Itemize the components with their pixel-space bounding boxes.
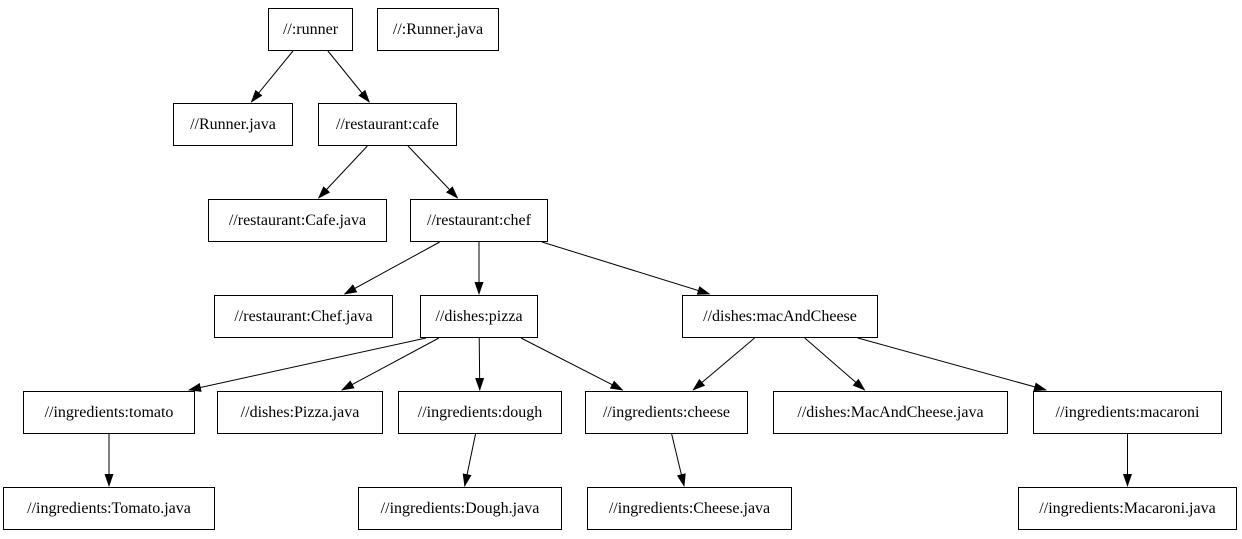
- node-chef: //restaurant:chef: [410, 199, 548, 242]
- node-macaroni: //ingredients:macaroni: [1033, 391, 1222, 434]
- node-mac-and-cheese: //dishes:macAndCheese: [682, 295, 878, 338]
- node-label: //:Runner.java: [392, 20, 484, 38]
- edge-dough-to-dough-java: [462, 433, 477, 487]
- edge-cheese-to-cheese-java: [671, 433, 686, 487]
- node-label: //ingredients:cheese: [602, 403, 731, 421]
- node-cafe: //restaurant:cafe: [318, 103, 457, 146]
- node-label: //:runner: [282, 20, 339, 38]
- node-label: //ingredients:tomato: [44, 403, 174, 421]
- node-cafe-java: //restaurant:Cafe.java: [208, 199, 387, 242]
- node-label: //restaurant:chef: [427, 211, 531, 229]
- edge-chef-to-mac-and-cheese: [541, 241, 711, 295]
- node-label: //restaurant:Chef.java: [234, 307, 373, 325]
- node-label: //ingredients:Macaroni.java: [1039, 499, 1216, 517]
- edge-group: [104, 50, 1132, 487]
- edge-pizza-to-pizza-java: [341, 337, 440, 391]
- node-label: //ingredients:Cheese.java: [608, 499, 771, 517]
- node-pizza-java: //dishes:Pizza.java: [217, 391, 383, 434]
- node-label: //ingredients:Dough.java: [380, 499, 540, 517]
- node-label: //dishes:pizza: [435, 307, 523, 325]
- node-label: //ingredients:dough: [417, 403, 543, 421]
- node-dough-java: //ingredients:Dough.java: [358, 487, 562, 530]
- node-tomato-java: //ingredients:Tomato.java: [3, 487, 215, 530]
- node-label: //Runner.java: [190, 115, 276, 133]
- edge-pizza-to-tomato: [188, 337, 427, 392]
- edge-runner-to-cafe: [327, 50, 370, 103]
- node-pizza: //dishes:pizza: [420, 295, 538, 338]
- node-runner: //:runner: [268, 8, 353, 51]
- node-label: //dishes:MacAndCheese.java: [797, 403, 984, 421]
- node-runner-java: //Runner.java: [173, 103, 293, 146]
- node-label: //restaurant:cafe: [335, 115, 440, 133]
- edge-pizza-to-dough: [475, 337, 485, 391]
- node-label: //ingredients:macaroni: [1055, 403, 1200, 421]
- edge-cafe-to-chef: [407, 145, 459, 199]
- edge-chef-to-chef-java: [343, 241, 440, 295]
- node-cheese: //ingredients:cheese: [585, 391, 748, 434]
- node-label: //dishes:Pizza.java: [240, 403, 360, 421]
- edge-pizza-to-cheese: [520, 337, 624, 391]
- node-macaroni-java: //ingredients:Macaroni.java: [1018, 487, 1237, 530]
- node-cheese-java: //ingredients:Cheese.java: [587, 487, 792, 530]
- node-label: //dishes:macAndCheese: [703, 307, 857, 325]
- node-tomato: //ingredients:tomato: [23, 391, 195, 434]
- edge-cafe-to-cafe-java: [317, 145, 368, 199]
- edge-mac-and-cheese-to-cheese: [692, 337, 755, 391]
- node-label: //ingredients:Tomato.java: [27, 499, 191, 517]
- node-mac-and-cheese-java: //dishes:MacAndCheese.java: [773, 391, 1008, 434]
- node-label: //restaurant:Cafe.java: [228, 211, 367, 229]
- node-dough: //ingredients:dough: [398, 391, 562, 434]
- edge-mac-and-cheese-to-mac-and-cheese-java: [804, 337, 866, 391]
- node-chef-java: //restaurant:Chef.java: [214, 295, 393, 338]
- edge-runner-to-runner-java: [250, 50, 294, 103]
- edge-mac-and-cheese-to-macaroni: [857, 337, 1048, 392]
- node-runner-java-top: //:Runner.java: [377, 8, 499, 51]
